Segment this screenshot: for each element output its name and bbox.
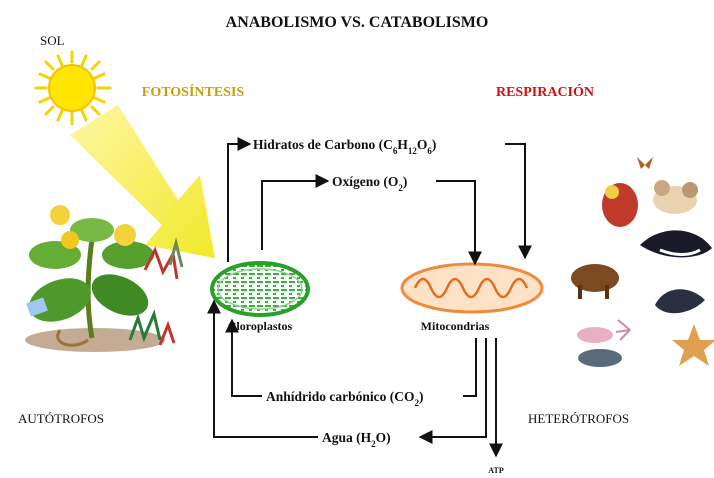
sunlight-beam xyxy=(70,105,215,258)
arrow-mitochondria-to-co2 xyxy=(463,338,477,397)
heterotroph-animals-illustration xyxy=(571,157,714,367)
heterotrophs-label: HETERÓTROFOS xyxy=(528,411,629,426)
carbon-dioxide-label: Anhídrido carbónico (CO2) xyxy=(266,389,424,408)
page-title: ANABOLISMO VS. CATABOLISMO xyxy=(226,14,489,31)
water-label: Agua (H2O) xyxy=(322,430,391,449)
arrow-carbohydrates-to-mitochondria xyxy=(505,143,532,260)
arrow-co2-to-chloroplast xyxy=(225,318,262,397)
mitochondria-icon xyxy=(400,262,544,314)
respiration-label: RESPIRACIÓN xyxy=(496,83,594,100)
arrow-chloroplast-to-oxygen xyxy=(261,174,330,250)
sun-icon xyxy=(34,50,112,126)
photosynthesis-label: FOTOSÍNTESIS xyxy=(142,83,245,100)
oxygen-label: Oxígeno (O2) xyxy=(332,174,407,193)
mitochondria-label: Mitocondrias xyxy=(421,319,490,333)
arrow-oxygen-to-mitochondria xyxy=(436,180,482,266)
arrow-chloroplast-to-carbohydrates xyxy=(227,137,252,262)
sun-label: SOL xyxy=(40,33,65,48)
chloroplast-icon xyxy=(210,261,310,317)
atp-label: ATP xyxy=(488,466,504,475)
chloroplasts-label: Cloroplastos xyxy=(228,319,293,333)
arrow-mitochondria-to-water xyxy=(418,338,487,444)
autotrophs-label: AUTÓTROFOS xyxy=(18,411,104,426)
autotroph-plants-illustration xyxy=(25,205,184,352)
arrow-water-to-chloroplast xyxy=(207,299,318,438)
carbohydrates-label: Hidratos de Carbono (C6H12O6) xyxy=(253,137,436,156)
